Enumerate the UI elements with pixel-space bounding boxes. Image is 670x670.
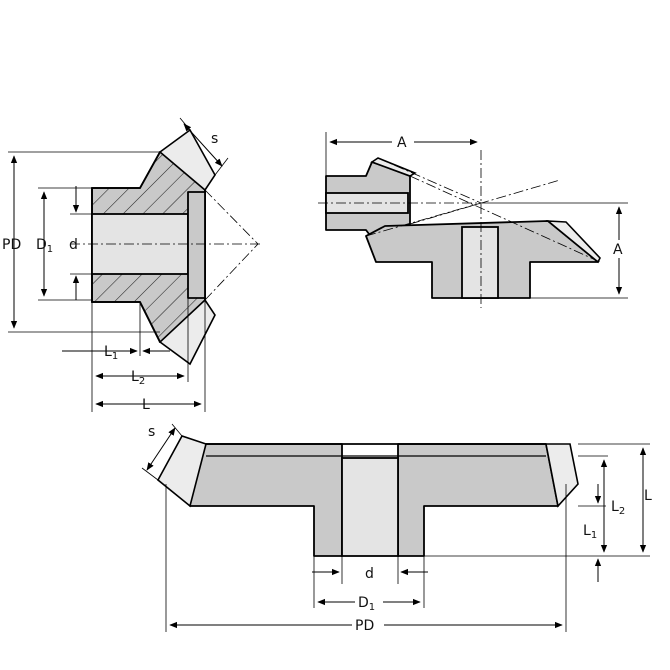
gear-section-right	[397, 443, 559, 557]
l-label-pinion: L	[142, 397, 150, 413]
a-horizontal-label-bg	[392, 133, 414, 151]
l1-label-pinion: L1	[104, 344, 118, 362]
s-label-gear: s	[148, 424, 155, 440]
pinion-side-view: PD D1 d s L1 L2 L	[2, 117, 262, 413]
s-dimension-line	[183, 123, 223, 167]
pinion-cone-line-top	[204, 189, 259, 245]
mesh-gear-tooth	[545, 220, 601, 264]
l2-label-gear: L2	[611, 499, 625, 517]
d-label-gear: d	[365, 566, 374, 582]
mesh-cone-line-1	[409, 175, 601, 263]
pd-label-gear: PD	[355, 618, 374, 634]
pinion-bottom-tooth	[158, 298, 216, 366]
l2-gear-label-bg	[608, 496, 634, 516]
s-dimension-line-gear	[146, 427, 176, 471]
d1-label: D1	[36, 237, 53, 255]
mesh-cone-line-4	[377, 157, 482, 204]
mesh-cone-line-2	[409, 179, 561, 225]
mesh-pinion-tooth	[370, 157, 417, 177]
mesh-gear-bore	[461, 226, 499, 299]
s2-ext-a	[171, 423, 183, 437]
a-label-vertical: A	[613, 242, 623, 258]
l2-label-pinion: L2	[131, 369, 145, 387]
gear-section-left	[179, 443, 343, 557]
mesh-cone-line-3	[365, 202, 482, 237]
gear-right-tooth	[545, 443, 579, 508]
d1-label-gear: D1	[358, 595, 375, 613]
pinion-face	[187, 191, 206, 299]
pd-gear-label-bg	[352, 615, 384, 633]
pd-label: PD	[2, 237, 21, 253]
s-ext-a	[179, 117, 191, 131]
d-label: d	[69, 237, 78, 253]
a-vertical-label-bg	[610, 240, 630, 258]
a-label-horizontal: A	[397, 135, 407, 151]
pinion-cone-line-bottom	[204, 243, 259, 301]
s-label: s	[211, 131, 218, 147]
gear-mesh-view: A A	[318, 132, 630, 308]
gear-bore	[341, 457, 399, 557]
gear-side-view: s L1 L2 L d D1 PD	[141, 423, 652, 634]
s2-ext-b	[141, 467, 159, 481]
l-label-gear: L	[644, 488, 652, 504]
l1-label-gear: L1	[583, 523, 597, 541]
d1-gear-label-bg	[355, 592, 383, 610]
